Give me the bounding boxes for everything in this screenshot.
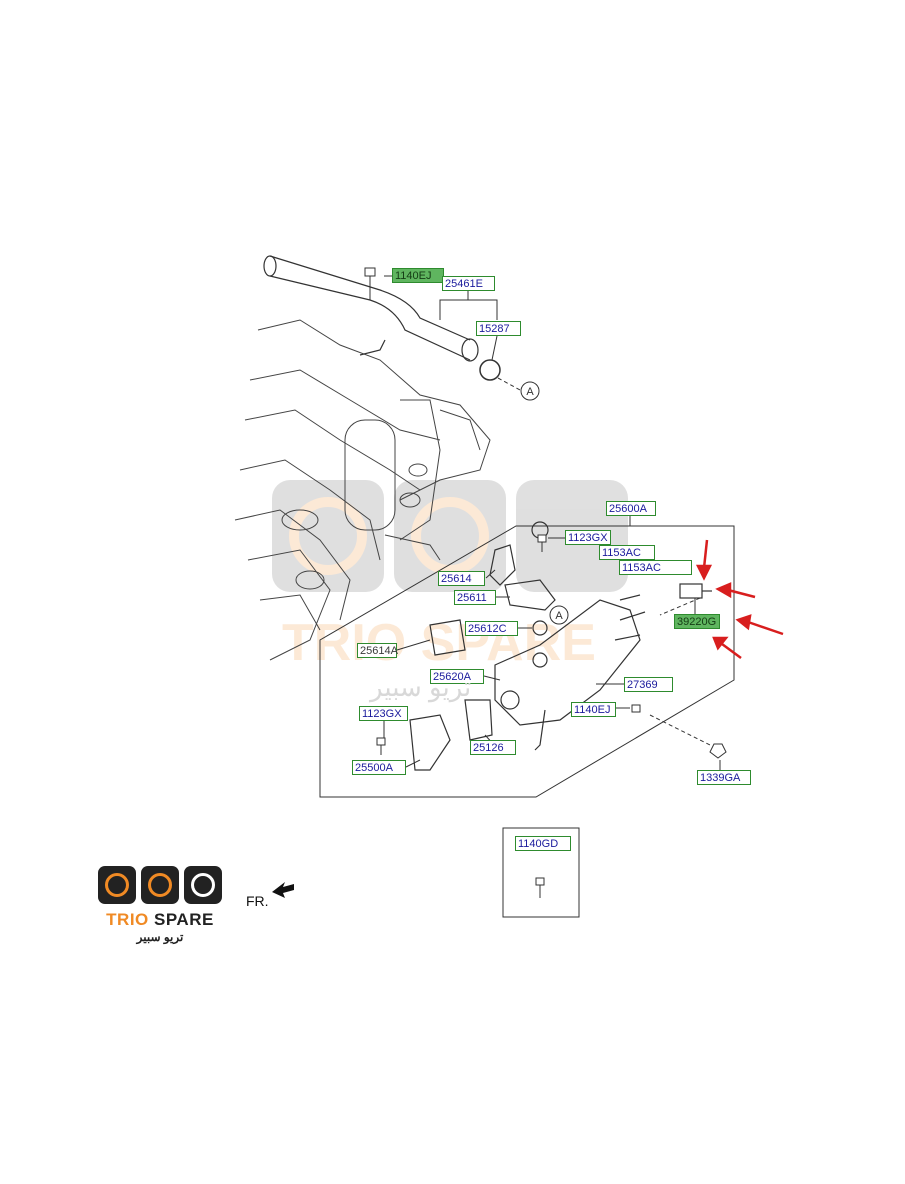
part-label-25614a[interactable]: 25614A xyxy=(357,643,398,658)
front-direction-label: FR. xyxy=(246,893,269,909)
part-label-27369[interactable]: 27369 xyxy=(624,677,673,692)
brand-logo: TRIO SPARE تريو سبير xyxy=(98,866,222,946)
part-label-25620a[interactable]: 25620A xyxy=(430,669,484,684)
part-label-25614[interactable]: 25614 xyxy=(438,571,485,586)
temperature-sensor xyxy=(679,583,712,599)
thermostat-housing xyxy=(409,521,646,771)
part-label-1339ga[interactable]: 1339GA xyxy=(697,770,751,785)
engine-block-sketch xyxy=(234,319,491,661)
assembly-frame xyxy=(319,525,735,798)
logo-tile-gauge xyxy=(141,866,179,904)
logo-name-trio: TRIO xyxy=(106,910,149,929)
bolt-icon xyxy=(364,267,376,300)
watermark-arabic: تريو سبير xyxy=(370,672,472,702)
callout-a-top: A xyxy=(526,386,534,398)
part-label-1153ac-a[interactable]: 1153AC xyxy=(599,545,655,560)
part-label-25500a[interactable]: 25500A xyxy=(352,760,406,775)
part-label-39220g[interactable]: 39220G xyxy=(674,614,720,629)
logo-arabic: تريو سبير xyxy=(136,930,184,944)
watermark-text: TRIO SPARE xyxy=(282,614,596,672)
part-label-25600a[interactable]: 25600A xyxy=(606,501,656,516)
part-label-1123gx-top[interactable]: 1123GX xyxy=(565,530,611,545)
o-ring xyxy=(479,359,501,381)
part-label-1153ac-b[interactable]: 1153AC xyxy=(619,560,692,575)
callout-a-mid: A xyxy=(555,610,563,622)
inset-box xyxy=(502,827,580,918)
callout-circle-icon: A A xyxy=(520,381,569,625)
part-label-1123gx-bot[interactable]: 1123GX xyxy=(359,706,408,721)
part-label-25612c[interactable]: 25612C xyxy=(465,621,518,636)
part-label-25611[interactable]: 25611 xyxy=(454,590,496,605)
logo-tile-brake xyxy=(98,866,136,904)
bolt-icon xyxy=(376,534,727,898)
coolant-pipe xyxy=(263,255,479,362)
part-label-25461e[interactable]: 25461E xyxy=(442,276,495,291)
logo-name: TRIO SPARE xyxy=(98,910,222,930)
part-label-1140ej-top[interactable]: 1140EJ xyxy=(392,268,444,283)
logo-tile-engine xyxy=(184,866,222,904)
pointer-arrow-icon xyxy=(695,539,784,660)
part-label-1140gd[interactable]: 1140GD xyxy=(515,836,571,851)
part-label-25126[interactable]: 25126 xyxy=(470,740,516,755)
front-direction-arrow-icon xyxy=(272,882,294,898)
logo-name-spare: SPARE xyxy=(154,910,214,929)
part-label-15287[interactable]: 15287 xyxy=(476,321,521,336)
part-label-1140ej-bot[interactable]: 1140EJ xyxy=(571,702,616,717)
